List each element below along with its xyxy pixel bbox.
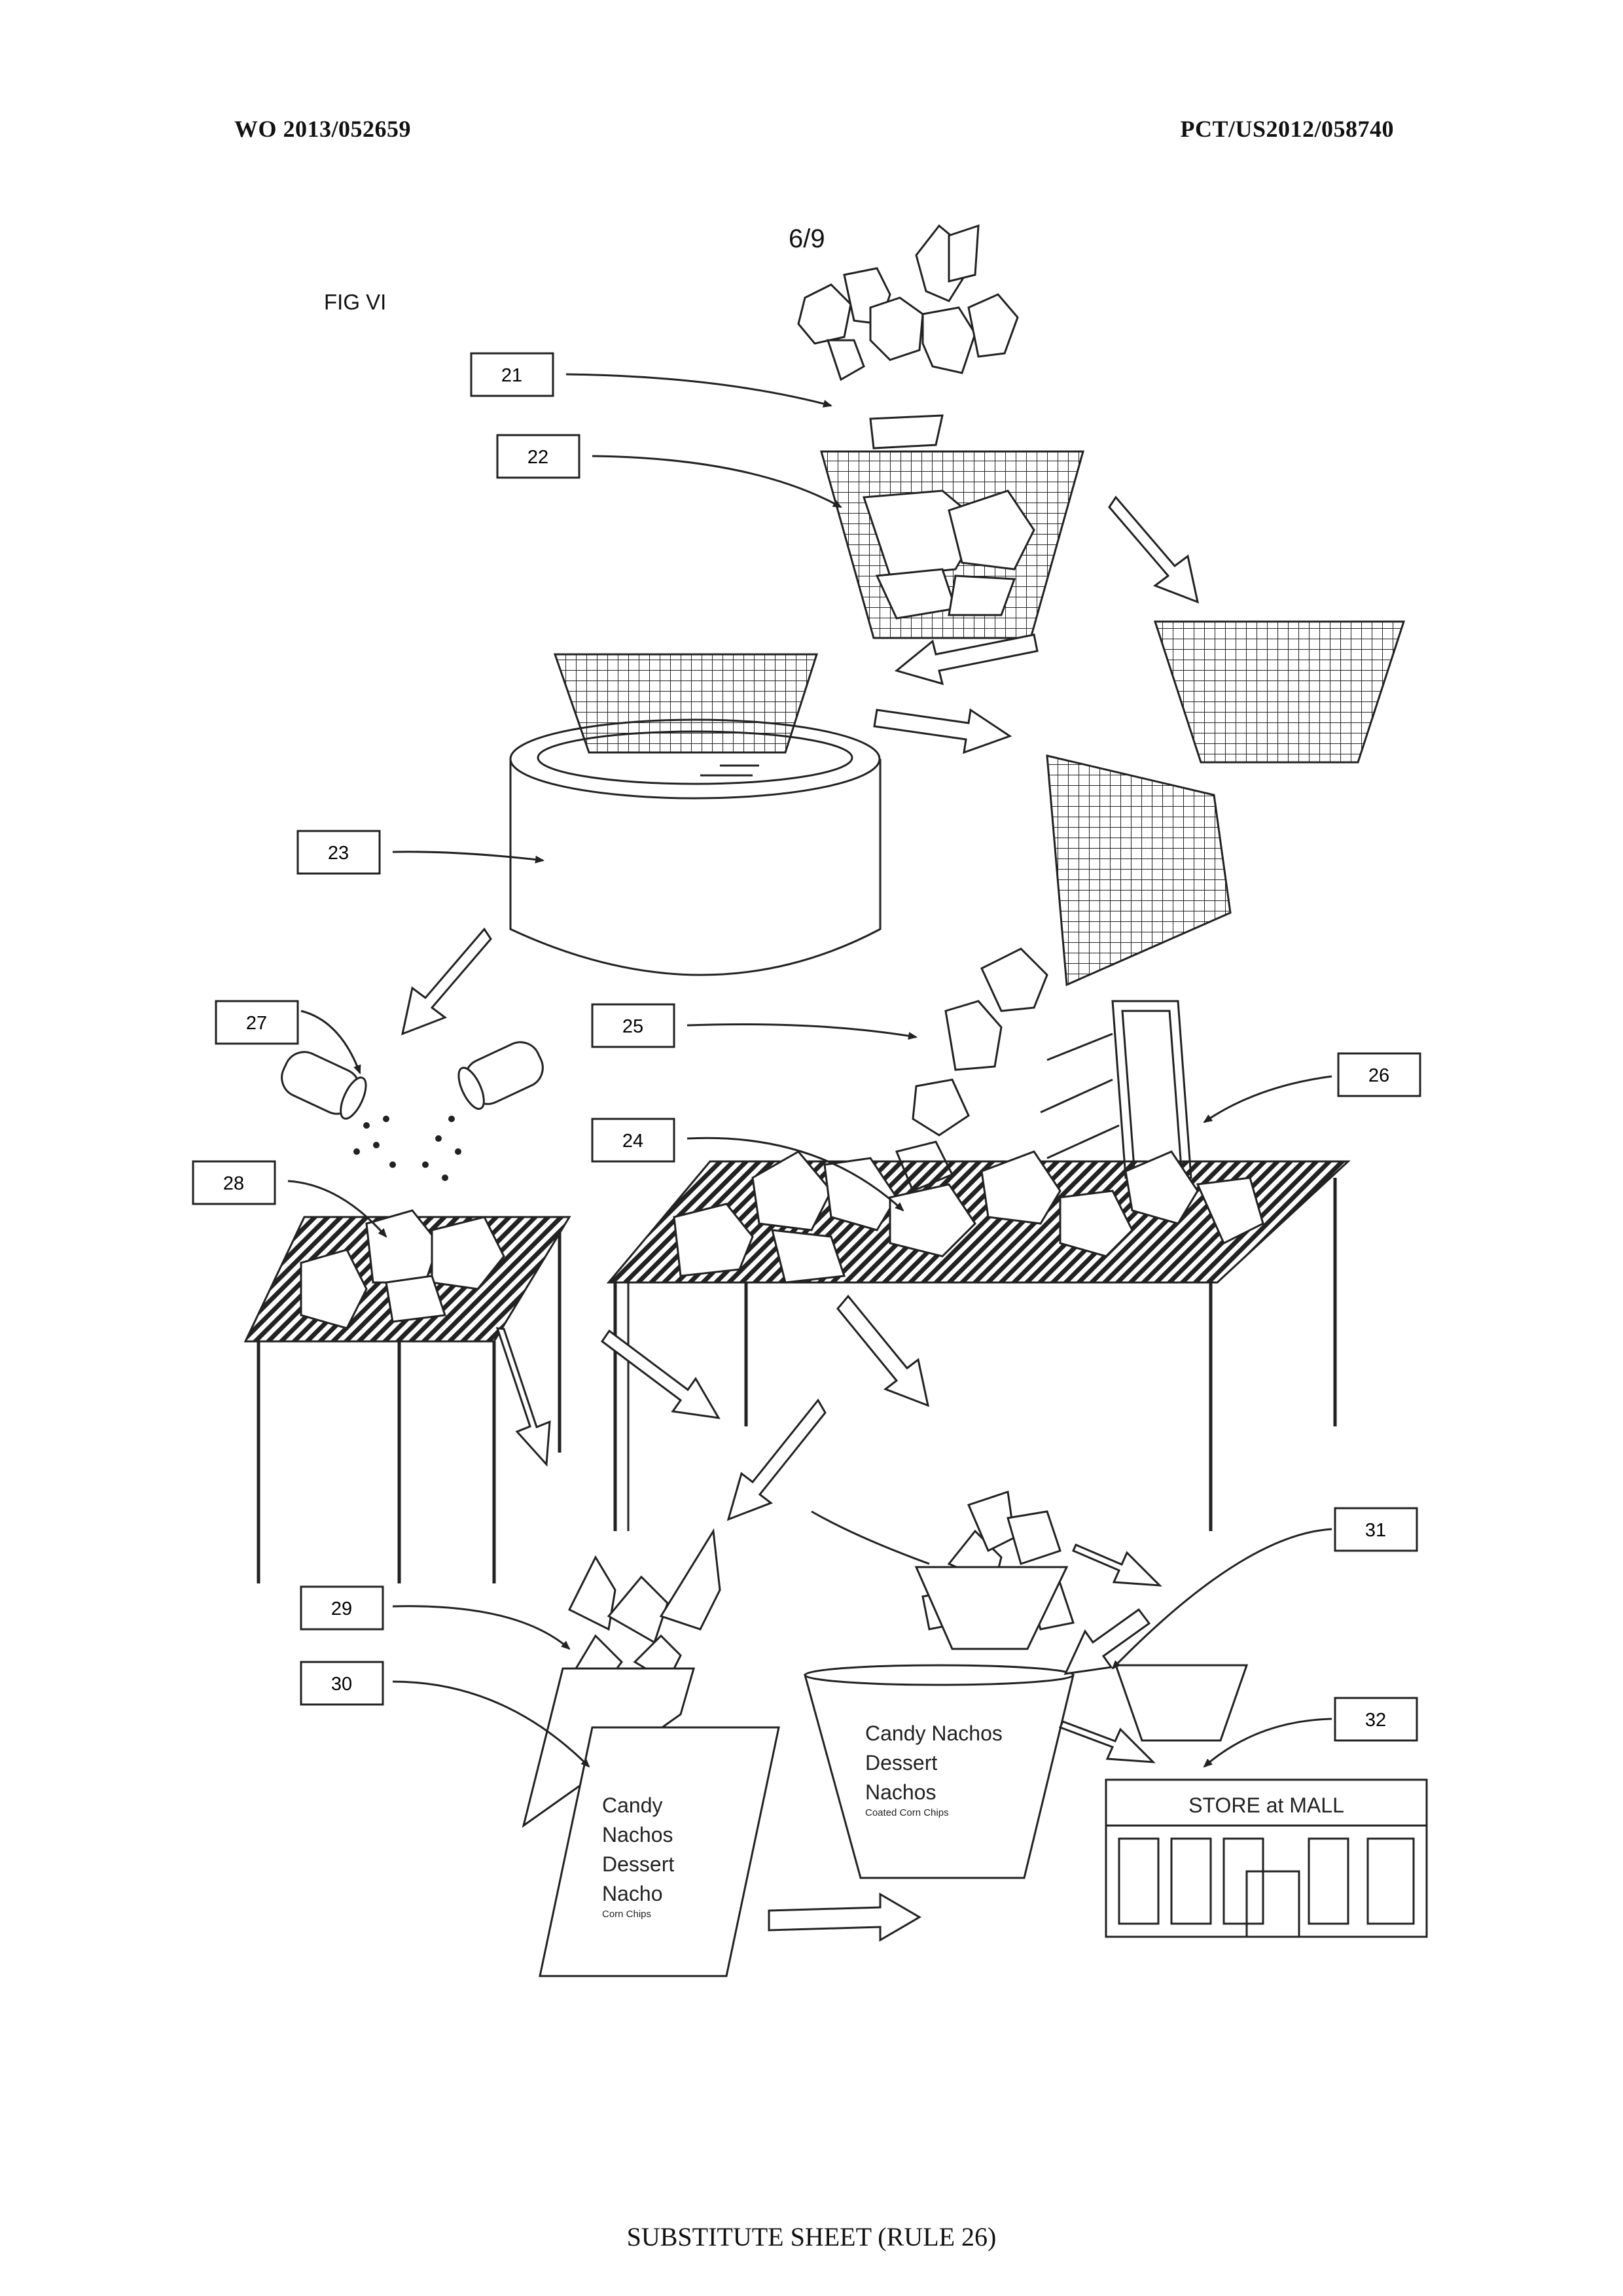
seasoning-table [243,1209,571,1583]
bucket-label: Candy Nachos Dessert Nachos Coated Corn … [865,1722,1003,1818]
screen-frame [1040,1000,1192,1179]
svg-text:Nacho: Nacho [602,1882,663,1905]
small-bowl [1114,1664,1249,1742]
draining-basket [1153,620,1406,764]
chips-in-basket [862,489,1035,620]
svg-text:Corn Chips: Corn Chips [602,1909,651,1920]
dessert-bucket [804,1664,1075,1879]
bag-label: Candy Nachos Dessert Nacho Corn Chips [602,1793,674,1920]
svg-text:Nachos: Nachos [865,1780,936,1804]
footer: SUBSTITUTE SHEET (RULE 26) [626,2222,997,2252]
reference-numerals: 21 22 23 24 25 26 27 28 29 30 31 32 [223,365,1389,1731]
ref-30: 30 [331,1674,352,1695]
reference-boxes [192,352,1421,1742]
svg-text:Coated Corn Chips: Coated Corn Chips [865,1807,949,1818]
svg-text:Candy: Candy [602,1793,663,1817]
leader-lines [287,373,1332,1768]
ref-28: 28 [223,1173,244,1194]
store-label: STORE at MALL [1188,1793,1344,1817]
ref-29: 29 [331,1598,352,1619]
svg-text:Candy Nachos: Candy Nachos [865,1722,1003,1745]
serving-bowl [811,1491,1075,1650]
cooling-table [606,1150,1351,1531]
falling-chips [797,224,1019,450]
ref-24: 24 [622,1131,643,1152]
figure-label: FIG VI [324,290,387,314]
ref-31: 31 [1365,1520,1386,1541]
ref-21: 21 [501,365,522,386]
shakers [281,1041,544,1181]
svg-text:Dessert: Dessert [865,1751,937,1775]
ref-26: 26 [1368,1065,1389,1086]
store [1105,1778,1428,1938]
tilted-basket [1046,754,1232,987]
chip-bag [522,1528,780,1977]
fryer [509,653,882,976]
svg-text:Dessert: Dessert [602,1852,674,1876]
process-arrows [401,495,1200,1942]
svg-text:Nachos: Nachos [602,1823,673,1846]
ref-22: 22 [527,447,548,468]
sheet-number: 6/9 [789,224,825,253]
ref-32: 32 [1365,1710,1386,1731]
patent-application-number: PCT/US2012/058740 [1180,116,1394,142]
ref-23: 23 [328,843,349,864]
patent-publication-number: WO 2013/052659 [234,116,412,142]
ref-25: 25 [622,1016,643,1037]
ref-27: 27 [246,1013,267,1034]
